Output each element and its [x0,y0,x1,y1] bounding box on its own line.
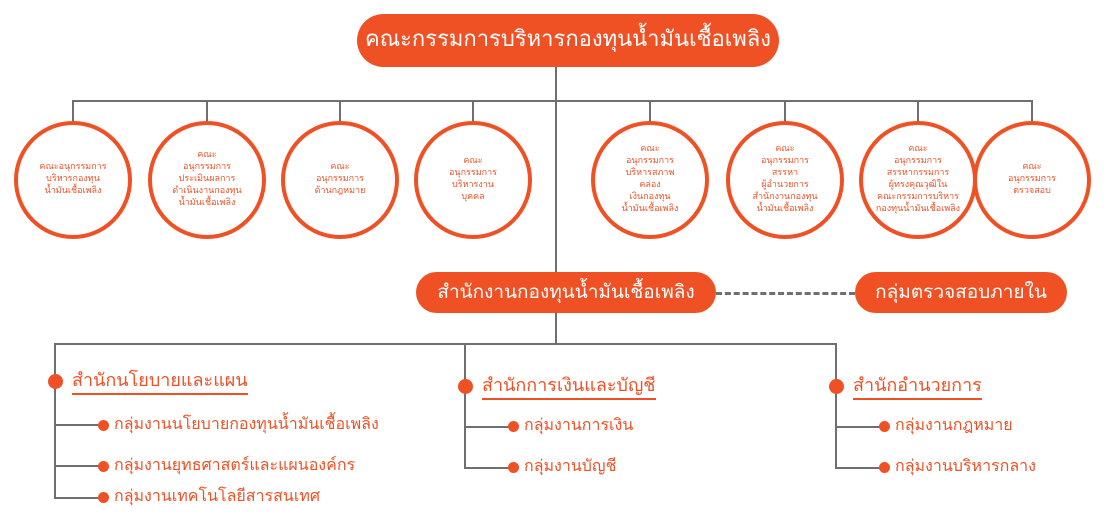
connector-bus-to-office [555,100,557,273]
committee-circle-4: คณะ อนุกรรมการ บริหารงาน บุคคล [414,121,532,239]
connector-drop-4 [472,100,474,122]
committee-circle-5-label: คณะ อนุกรรมการ บริหารสภาพ คล่อง เงินกองท… [621,144,679,214]
committee-circle-7: คณะ อนุกรรมการ สรรหากรรมการ ผู้ทรงคุณวุฒ… [859,121,977,239]
division-3-spine [835,343,837,468]
connector-division-bus [54,343,837,345]
division-2-branch-2 [464,467,513,469]
committee-circle-4-label: คณะ อนุกรรมการ บริหารงาน บุคคล [449,156,497,202]
committee-circle-1: คณะอนุกรรมการ บริหารกองทุน น้ำมันเชื้อเพ… [14,121,132,239]
division-1-sub-2-bullet-icon [98,461,109,472]
division-1-sub-item-1[interactable]: กลุ่มงานนโยบายกองทุนน้ำมันเชื้อเพลิง [114,414,379,433]
division-1-bullet-icon [48,374,63,389]
connector-committee-bus [72,100,1033,102]
division-2-bullet-icon [458,379,473,394]
connector-office-to-audit-dashed [716,292,855,295]
connector-drop-3 [339,100,341,122]
division-3-branch-2 [835,467,884,469]
division-3-sub-item-2[interactable]: กลุ่มงานบริหารกลาง [895,456,1036,475]
division-3-sub-item-1[interactable]: กลุ่มงานกฎหมาย [895,415,1013,434]
committee-circle-8-label: คณะ อนุกรรมการ ตรวจสอบ [1008,162,1056,196]
division-3-branch-1 [835,426,884,428]
connector-drop-8 [1031,100,1033,122]
division-1-spine [54,343,56,498]
division-1-branch-2 [54,465,103,467]
committee-circle-8: คณะ อนุกรรมการ ตรวจสอบ [973,121,1091,239]
committee-circle-5: คณะ อนุกรรมการ บริหารสภาพ คล่อง เงินกองท… [591,121,709,239]
division-1-branch-3 [54,497,103,499]
division-1-branch-1 [54,424,103,426]
division-3-bullet-icon [829,379,844,394]
connector-drop-6 [784,100,786,122]
top-committee-box: คณะกรรมการบริหารกองทุนน้ำมันเชื้อเพลิง [357,14,779,67]
committee-circle-6-label: คณะ อนุกรรมการ สรรหา ผู้อำนวยการ สำนักงา… [752,144,818,214]
division-2-spine [464,343,466,468]
division-2-sub-1-bullet-icon [508,421,519,432]
office-box: สำนักงานกองทุนน้ำมันเชื้อเพลิง [416,272,716,313]
division-2-sub-2-bullet-icon [508,462,519,473]
committee-circle-2: คณะ อนุกรรมการ ประเมินผลการ ดำเนินงานกอง… [148,121,266,239]
committee-circle-3-label: คณะ อนุกรรมการ ด้านกฎหมาย [314,162,366,196]
division-1-sub-3-bullet-icon [98,492,109,503]
connector-office-to-division-bus [555,313,557,344]
committee-circle-2-label: คณะ อนุกรรมการ ประเมินผลการ ดำเนินงานกอง… [172,150,242,208]
division-2-sub-item-1[interactable]: กลุ่มงานการเงิน [524,415,634,434]
committee-circle-6: คณะ อนุกรรมการ สรรหา ผู้อำนวยการ สำนักงา… [726,121,844,239]
division-2-sub-item-2[interactable]: กลุ่มงานบัญชี [524,456,617,475]
internal-audit-box: กลุ่มตรวจสอบภายใน [855,272,1067,313]
connector-drop-1 [72,100,74,122]
division-3-title[interactable]: สำนักอำนวยการ [853,375,982,400]
connector-drop-5 [649,100,651,122]
division-1-sub-1-bullet-icon [98,420,109,431]
committee-circle-3: คณะ อนุกรรมการ ด้านกฎหมาย [281,121,399,239]
division-1-sub-item-2[interactable]: กลุ่มงานยุทธศาสตร์และแผนองค์กร [114,455,356,474]
committee-circle-7-label: คณะ อนุกรรมการ สรรหากรรมการ ผู้ทรงคุณวุฒ… [875,144,961,214]
division-1-sub-item-3[interactable]: กลุ่มงานเทคโนโลยีสารสนเทศ [114,486,321,505]
division-2-title[interactable]: สำนักการเงินและบัญชี [482,375,656,400]
division-1-title[interactable]: สำนักนโยบายและแผน [72,370,248,395]
connector-drop-7 [917,100,919,122]
division-3-sub-2-bullet-icon [879,462,890,473]
connector-drop-2 [206,100,208,122]
committee-circle-1-label: คณะอนุกรรมการ บริหารกองทุน น้ำมันเชื้อเพ… [39,162,107,196]
division-2-branch-1 [464,426,513,428]
division-3-sub-1-bullet-icon [879,421,890,432]
connector-top-to-bus [555,67,557,102]
